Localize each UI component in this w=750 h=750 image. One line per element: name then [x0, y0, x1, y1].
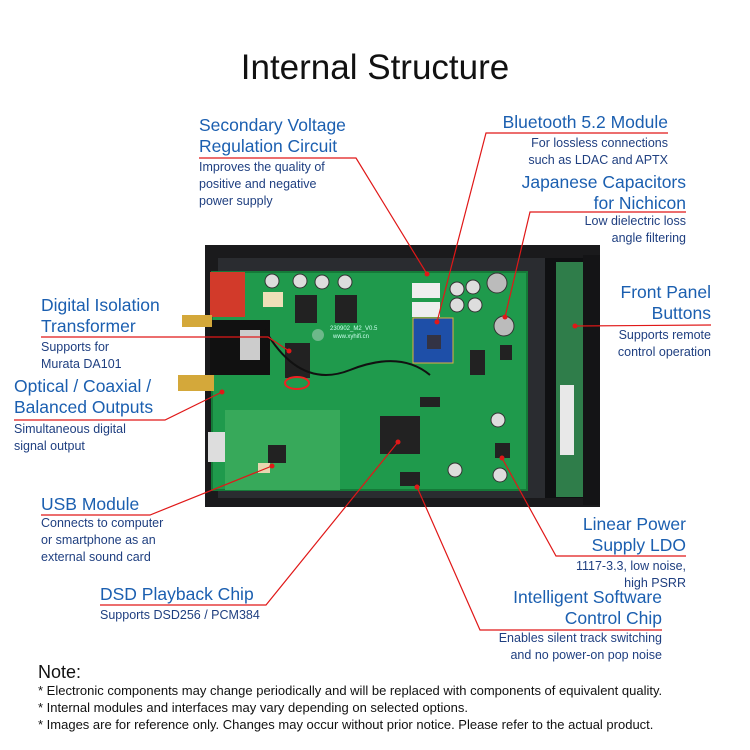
- callout-ldo-desc: 1117-3.3, low noise,high PSRR: [575, 559, 686, 590]
- callout-bluetooth-title: Bluetooth 5.2 Module: [502, 112, 668, 132]
- callout-dsd-desc: Supports DSD256 / PCM384: [100, 608, 260, 622]
- dsd-chip: [380, 416, 420, 454]
- callout-outputs-title: Optical / Coaxial /Balanced Outputs: [14, 376, 154, 417]
- rca-gold: [178, 375, 214, 391]
- callout-dsd-title: DSD Playback Chip: [100, 584, 254, 604]
- control-chip: [400, 472, 420, 486]
- rca-red: [210, 272, 245, 317]
- coax-gold: [182, 315, 212, 327]
- front-panel-board: [556, 262, 586, 497]
- note-item: * Images are for reference only. Changes…: [38, 717, 654, 732]
- callout-usb-title: USB Module: [41, 494, 140, 514]
- leader-lines: [14, 132, 712, 631]
- note-item: * Electronic components may change perio…: [38, 683, 663, 698]
- pcb-revision: 230902_M2_V0.5: [330, 326, 378, 332]
- pcb-url: www.xyhifi.cn: [332, 334, 369, 340]
- note-item: * Internal modules and interfaces may va…: [38, 700, 468, 715]
- note-heading: Note:: [38, 662, 82, 682]
- page-title: Internal Structure: [240, 48, 510, 87]
